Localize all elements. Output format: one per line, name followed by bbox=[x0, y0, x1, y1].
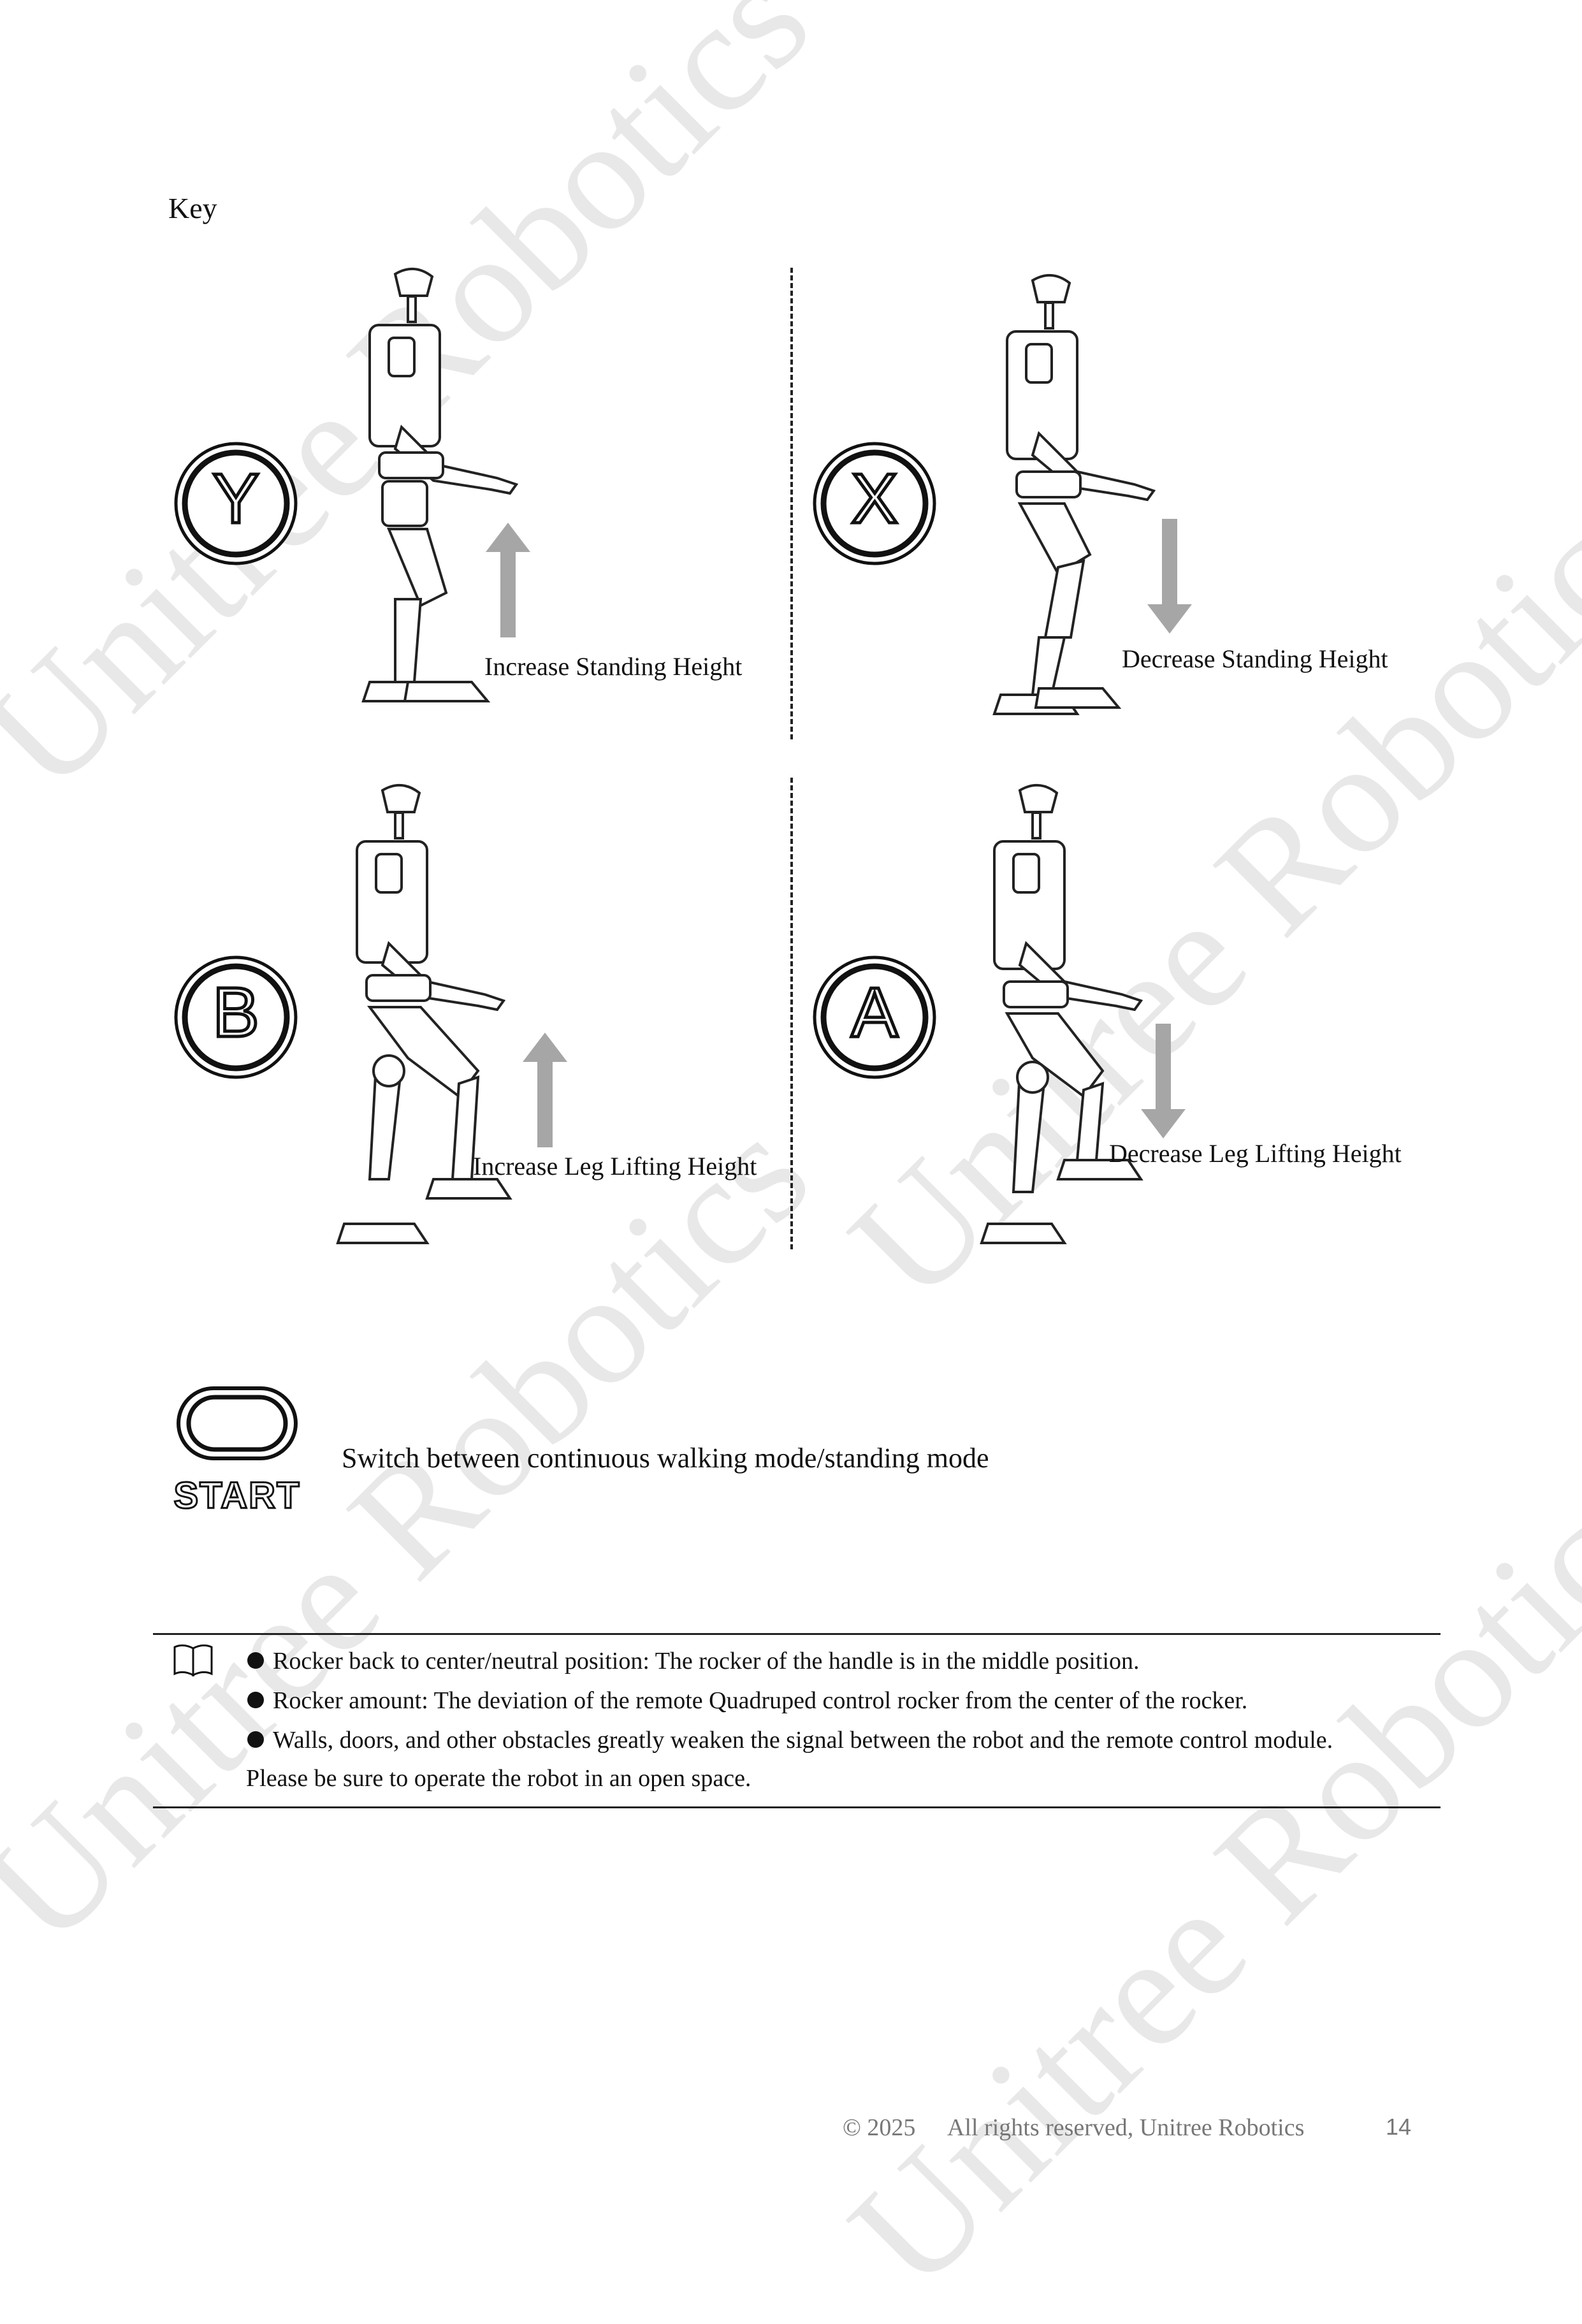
page-heading: Key bbox=[168, 192, 217, 224]
footer-rights: All rights reserved, Unitree Robotics bbox=[947, 2114, 1305, 2141]
note-item: Rocker back to center/neutral position: … bbox=[247, 1647, 1140, 1675]
x-button-letter: X bbox=[851, 460, 897, 538]
arrow-up-icon bbox=[523, 1033, 567, 1147]
b-button-letter: B bbox=[212, 973, 259, 1052]
robot-leg-high-figure bbox=[336, 783, 512, 1244]
note-item: Rocker amount: The deviation of the remo… bbox=[247, 1687, 1247, 1715]
y-button: Y bbox=[174, 442, 298, 565]
note-top-rule bbox=[153, 1633, 1440, 1635]
caption-increase-leg-lifting-height: Increase Leg Lifting Height bbox=[473, 1152, 757, 1180]
caption-decrease-standing-height: Decrease Standing Height bbox=[1122, 644, 1388, 673]
bullet-icon bbox=[247, 1652, 264, 1669]
robot-crouched-figure bbox=[992, 273, 1156, 715]
note-item: Walls, doors, and other obstacles greatl… bbox=[247, 1726, 1333, 1754]
bullet-icon bbox=[247, 1731, 264, 1748]
bullet-icon bbox=[247, 1692, 264, 1709]
divider-top bbox=[790, 268, 793, 739]
note-bottom-rule bbox=[153, 1806, 1440, 1808]
book-icon bbox=[173, 1644, 213, 1677]
arrow-up-icon bbox=[486, 523, 530, 637]
x-button: X bbox=[813, 442, 936, 565]
robot-standing-figure bbox=[361, 267, 519, 702]
b-button: B bbox=[174, 955, 298, 1079]
arrow-down-icon bbox=[1141, 1024, 1186, 1138]
start-description: Switch between continuous walking mode/s… bbox=[342, 1442, 989, 1474]
arrow-down-icon bbox=[1147, 519, 1192, 634]
watermark: Unitree Robotics bbox=[816, 441, 1582, 1333]
note-item-continuation: Please be sure to operate the robot in a… bbox=[246, 1765, 751, 1792]
footer-copyright: © 2025 bbox=[843, 2114, 916, 2141]
a-button-letter: A bbox=[851, 973, 898, 1052]
watermark: Unitree Robotics bbox=[816, 1429, 1582, 2321]
y-button-letter: Y bbox=[212, 460, 259, 538]
caption-decrease-leg-lifting-height: Decrease Leg Lifting Height bbox=[1109, 1139, 1402, 1168]
page-number: 14 bbox=[1386, 2114, 1412, 2140]
caption-increase-standing-height: Increase Standing Height bbox=[484, 652, 743, 681]
robot-leg-low-figure bbox=[980, 783, 1143, 1244]
start-button-label: START bbox=[173, 1475, 300, 1516]
start-button-icon: START bbox=[173, 1386, 300, 1517]
a-button: A bbox=[813, 955, 936, 1079]
divider-bottom bbox=[790, 778, 793, 1249]
